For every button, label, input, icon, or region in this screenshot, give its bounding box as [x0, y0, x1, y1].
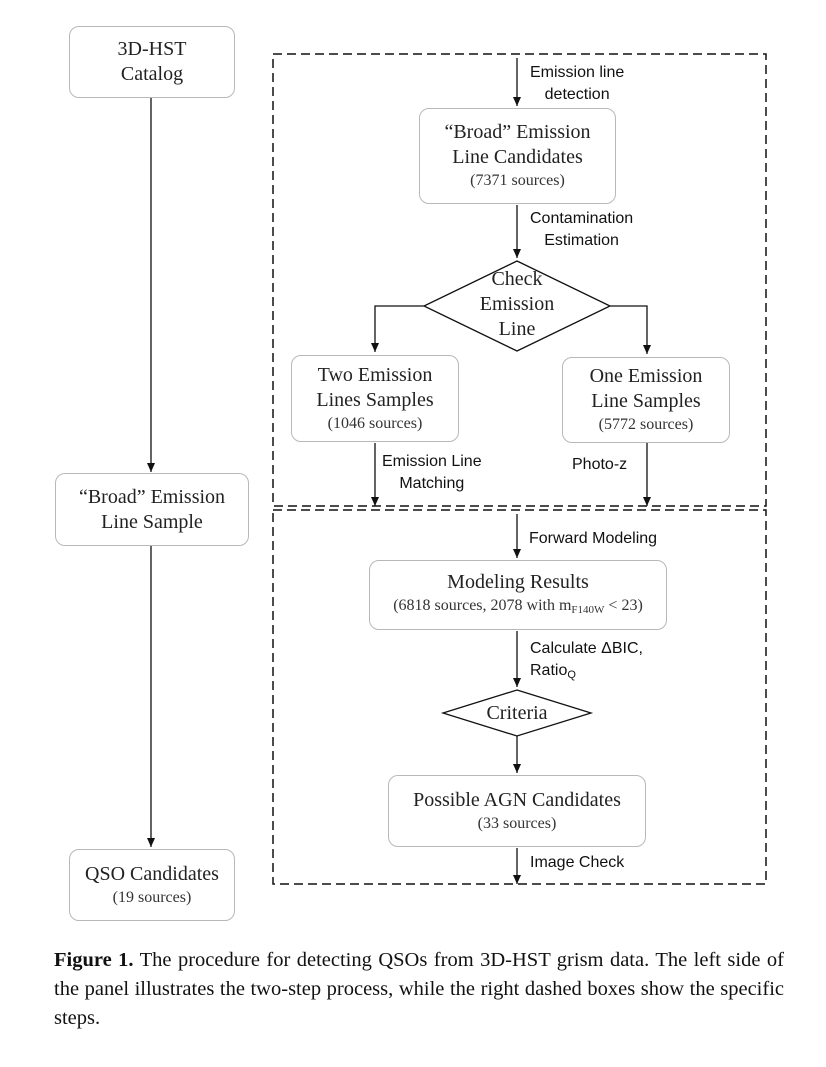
agn-title: Possible AGN Candidates: [413, 788, 621, 811]
broad-sample-line2: Line Sample: [101, 510, 203, 533]
label-matching: Emission Line Matching: [382, 451, 482, 495]
label-detection-line2: detection: [544, 86, 610, 103]
criteria-diamond: [440, 689, 594, 737]
label-calc-line2: RatioQ: [530, 660, 643, 686]
label-calc-line1: Calculate ΔBIC,: [530, 640, 643, 657]
label-detection-line1: Emission line: [530, 64, 625, 81]
broad-candidates-line1: “Broad” Emission: [444, 121, 591, 143]
check-line1: Check: [491, 268, 543, 290]
qso-title: QSO Candidates: [85, 862, 219, 885]
one-line-count: (5772 sources): [598, 416, 694, 433]
step2-dashed-panel: [272, 509, 767, 885]
criteria-text: Criteria: [486, 702, 548, 724]
check-emission-line-diamond: [422, 260, 612, 352]
catalog-line1: 3D-HST: [117, 38, 187, 60]
label-contam-line1: Contamination: [530, 210, 634, 227]
one-line-line1: One Emission: [589, 365, 703, 387]
broad-sample-box: “Broad” Emission Line Sample: [55, 473, 249, 546]
arrow-to-one-line: [610, 305, 651, 354]
broad-candidates-box: “Broad” Emission Line Candidates (7371 s…: [419, 108, 616, 204]
label-photoz: Photo-z: [572, 456, 628, 473]
two-lines-line1: Two Emission: [317, 363, 433, 386]
label-forward-modeling: Forward Modeling: [529, 530, 658, 547]
label-detection: Emission line detection: [530, 62, 624, 106]
qso-candidates-box: QSO Candidates (19 sources): [69, 849, 235, 921]
two-lines-count: (1046 sources): [327, 414, 423, 432]
modeling-results-box: Modeling Results (6818 sources, 2078 wit…: [369, 560, 667, 630]
one-line-line2: Line Samples: [591, 390, 701, 412]
broad-candidates-count: (7371 sources): [470, 172, 565, 189]
label-matching-line1: Emission Line: [382, 453, 482, 470]
modeling-title: Modeling Results: [447, 570, 589, 593]
two-lines-box: Two Emission Lines Samples (1046 sources…: [291, 355, 459, 442]
label-image-check: Image Check: [530, 854, 625, 871]
step1-dashed-panel: [272, 53, 767, 507]
arrow-to-two-lines: [371, 305, 424, 352]
figure-caption: Figure 1. The procedure for detecting QS…: [54, 946, 784, 1033]
check-diamond-text: Check Emission Line: [457, 267, 577, 342]
one-line-box: One Emission Line Samples (5772 sources): [562, 357, 730, 443]
agn-count: (33 sources): [477, 814, 557, 832]
caption-text: The procedure for detecting QSOs from 3D…: [54, 949, 784, 1029]
label-calc-sub: Q: [567, 669, 576, 681]
label-calculate: Calculate ΔBIC, RatioQ: [530, 638, 643, 686]
label-contam-line2: Estimation: [544, 232, 619, 249]
caption-lead: Figure 1.: [54, 949, 134, 971]
modeling-count-sub: F140W: [571, 603, 605, 616]
agn-candidates-box: Possible AGN Candidates (33 sources): [388, 775, 646, 847]
label-contamination: Contamination Estimation: [530, 208, 633, 252]
qso-count: (19 sources): [112, 888, 192, 906]
check-line3: Line: [498, 318, 536, 340]
broad-candidates-line2: Line Candidates: [452, 146, 583, 168]
broad-sample-line1: “Broad” Emission: [78, 485, 226, 508]
modeling-count: (6818 sources, 2078 with mF140W < 23): [370, 595, 666, 621]
check-line2: Emission: [479, 293, 555, 315]
label-calc-ratio: Ratio: [530, 662, 568, 679]
label-matching-line2: Matching: [399, 475, 465, 492]
two-lines-line2: Lines Samples: [316, 388, 434, 411]
catalog-box: 3D-HST Catalog: [69, 26, 235, 98]
catalog-line2: Catalog: [120, 63, 184, 85]
modeling-count-suffix: < 23): [604, 596, 643, 614]
modeling-count-prefix: (6818 sources, 2078 with m: [393, 596, 572, 614]
